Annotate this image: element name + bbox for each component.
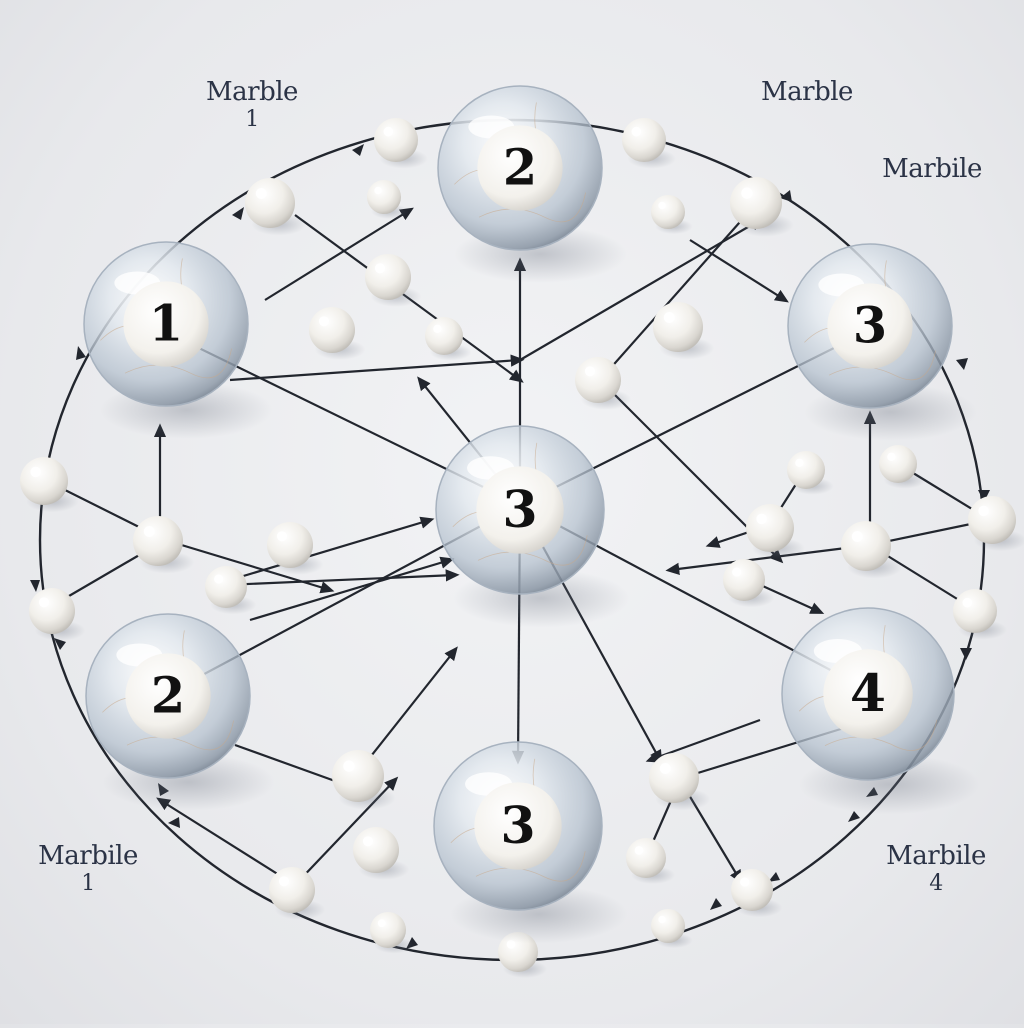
- pearl-node: [367, 180, 409, 220]
- pearl-node: [20, 457, 79, 513]
- connection-line: [156, 797, 296, 886]
- pearl-node: [626, 838, 675, 884]
- pearl-node: [205, 566, 257, 615]
- pearl-node: [374, 118, 428, 169]
- connection-line: [249, 556, 455, 622]
- label-top-left-line1: Marble: [206, 77, 298, 107]
- connection-line: [229, 354, 525, 382]
- ring-arrow: [76, 346, 86, 360]
- pearl-node: [309, 307, 366, 360]
- ring-arrow: [30, 580, 40, 592]
- ring-arrow: [848, 811, 860, 822]
- connection-line: [229, 516, 435, 582]
- pearl-node: [953, 589, 1007, 640]
- pearl-node: [365, 254, 422, 307]
- label-top-left-line2: 1: [245, 107, 259, 132]
- marble-number: 3: [502, 480, 537, 539]
- label-top-right: Marbile: [864, 155, 1000, 183]
- marble-number: 4: [850, 664, 886, 724]
- glass-marble-m-bottom-left: 2: [85, 613, 275, 811]
- connection-line: [599, 201, 759, 381]
- glass-marble-m-left: 1: [83, 241, 273, 439]
- label-bottom-right-line2: 4: [929, 871, 943, 896]
- glass-marble-m-bottom: 3: [433, 741, 628, 944]
- pearl-node: [133, 516, 195, 574]
- connection-line: [645, 718, 761, 763]
- marble-number: 2: [503, 138, 537, 196]
- label-bottom-right: Marbile 4: [866, 842, 1006, 898]
- pearl-node: [841, 521, 903, 579]
- label-top-center-line1: Marble: [761, 77, 853, 107]
- pearl-node: [245, 178, 307, 236]
- marble-number: 2: [151, 666, 185, 724]
- pearl-node: [879, 445, 926, 489]
- marble-number: 3: [853, 296, 887, 354]
- pearl-node: [787, 451, 834, 495]
- pearl-node: [267, 522, 324, 575]
- ring-arrow: [780, 190, 792, 202]
- pearl-node: [622, 118, 676, 169]
- glass-marbles: 2 1 3 3 2 4 3: [83, 85, 980, 944]
- pearl-node: [651, 909, 693, 949]
- label-bottom-left-line1: Marbile: [38, 841, 138, 871]
- ring-arrow: [960, 648, 972, 660]
- label-top-right-line1: Marbile: [882, 154, 982, 184]
- pearl-node: [269, 867, 326, 920]
- marble-number: 3: [500, 796, 535, 855]
- pearl-node: [370, 912, 415, 954]
- connection-line: [359, 646, 458, 771]
- ring-arrow: [768, 872, 780, 882]
- pearl-nodes: [20, 118, 1024, 978]
- pearl-node: [968, 496, 1024, 552]
- pearl-node: [723, 559, 775, 608]
- pearl-node: [353, 827, 410, 880]
- ring-arrow: [956, 358, 968, 370]
- label-bottom-left-line2: 1: [81, 871, 95, 896]
- pearl-node: [653, 302, 715, 360]
- connection-line: [264, 207, 414, 301]
- pearl-node: [746, 504, 805, 560]
- pearl-node: [731, 869, 783, 918]
- ring-arrow: [54, 638, 66, 650]
- glass-marble-m-top: 2: [437, 85, 627, 283]
- glass-marble-m-center: 3: [435, 425, 630, 628]
- pearl-node: [575, 357, 632, 410]
- pearl-node: [730, 177, 794, 237]
- pearl-node: [649, 753, 711, 811]
- connection-line: [224, 569, 460, 587]
- pearl-node: [651, 195, 693, 235]
- connection-line: [519, 217, 764, 361]
- ring-arrow: [352, 144, 364, 156]
- label-bottom-right-line1: Marbile: [886, 841, 986, 871]
- label-top-left: Marble 1: [186, 78, 318, 134]
- pearl-node: [332, 750, 396, 810]
- connection-line: [689, 239, 789, 303]
- ring-arrow: [710, 898, 722, 910]
- ring-arrow: [232, 207, 244, 220]
- ring-arrow: [168, 817, 180, 828]
- marble-number: 1: [149, 294, 183, 352]
- pearl-node: [29, 588, 86, 641]
- ring-arrow: [978, 490, 990, 502]
- glass-marble-m-bottom-right: 4: [781, 607, 980, 815]
- pearl-node: [425, 317, 472, 361]
- label-bottom-left: Marbile 1: [26, 842, 150, 898]
- glass-marble-m-right: 3: [787, 243, 977, 441]
- label-top-center: Marble: [740, 78, 874, 106]
